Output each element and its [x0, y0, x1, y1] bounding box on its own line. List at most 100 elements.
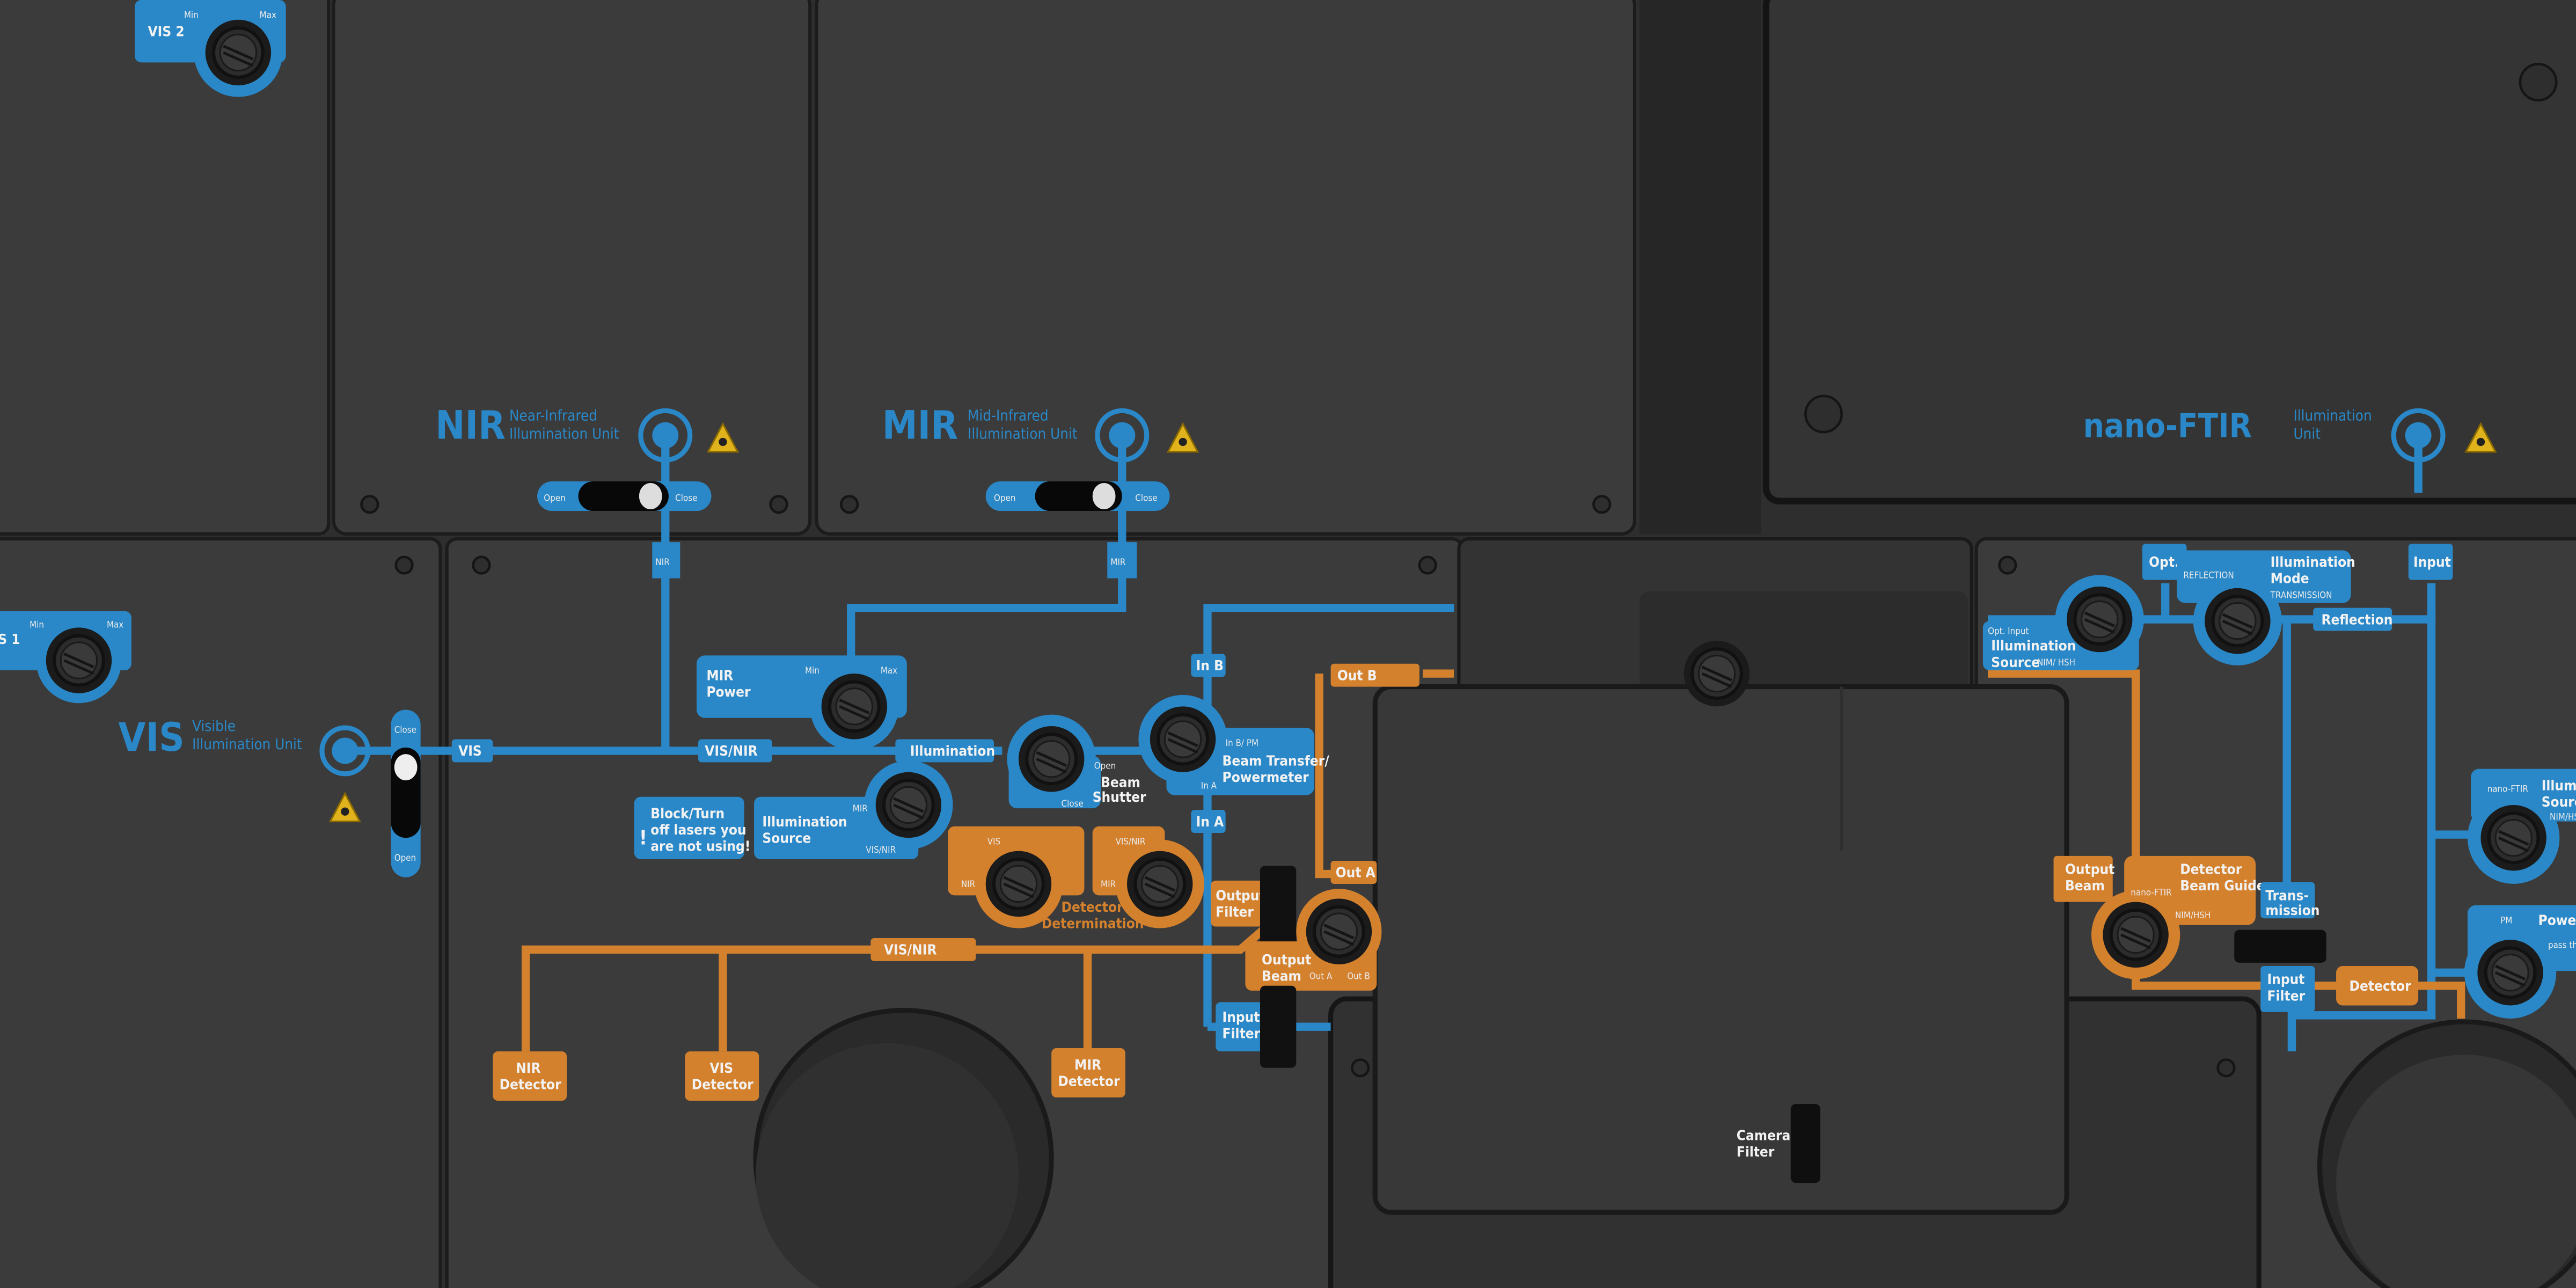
detectors-mir-1-label: Detector	[1058, 1073, 1120, 1089]
right-detector-label: Detector	[2350, 978, 2412, 994]
output-beam-knob[interactable]: Output Beam Out A Out B	[1245, 889, 1382, 991]
rotary-knob-icon[interactable]	[986, 851, 1051, 917]
beam-shutter-open: Open	[1094, 760, 1116, 771]
output-beam-outa-label: Out A	[1309, 970, 1333, 981]
right-transmission-1-label: mission	[2265, 903, 2319, 919]
illumination-mode-knob[interactable]: Illumination Mode REFLECTION TRANSMISSIO…	[2177, 550, 2355, 665]
detectors-vis-1-label: Detector	[692, 1077, 754, 1093]
rotary-knob-icon[interactable]	[1019, 726, 1084, 792]
rotary-knob-icon[interactable]	[2103, 902, 2168, 968]
det-nir: NIR	[961, 879, 976, 889]
frame-middle	[1640, 0, 1761, 534]
det-label-2: Determination	[1042, 916, 1144, 932]
right-opt-source-nim-label: NIM/ HSH	[2037, 657, 2075, 668]
mir-power-knob[interactable]: MIR Power Min Max	[696, 655, 907, 751]
right-output-beam-0-label: Output	[2065, 862, 2114, 878]
rotary-knob-icon[interactable]	[876, 772, 941, 838]
beam-transfer-label-1: Beam Transfer/	[1223, 753, 1330, 770]
nir-close-label: Close	[675, 493, 697, 503]
vis2-attenuator[interactable]: VIS 2 Min Max	[135, 0, 286, 97]
det-visnir: VIS/NIR	[1116, 836, 1146, 846]
rotary-knob-icon[interactable]	[2477, 940, 2543, 1005]
mir-power-label-2: Power	[706, 684, 751, 700]
vis2-label: VIS 2	[148, 24, 185, 40]
vis-detector: VIS Detector	[685, 1051, 759, 1101]
path-tags: VIS VIS/NIR Illumination In B In A Out B…	[451, 654, 1419, 961]
panel-vis-left	[0, 537, 442, 1288]
rotary-knob-icon[interactable]	[46, 627, 112, 693]
warning-line-1: Block/Turn	[650, 806, 724, 822]
nir-detector: NIR Detector	[493, 1051, 567, 1101]
illumination-source-knob[interactable]: Illumination Source MIR VIS/NIR	[754, 760, 953, 860]
det-label-1: Detector	[1062, 899, 1124, 916]
right-power-pm-label: PM	[2500, 914, 2512, 925]
nir-code: NIR	[435, 402, 506, 448]
nanoftir-code: nano-FTIR	[2083, 407, 2252, 445]
mir-name-2: Illumination Unit	[968, 425, 1078, 442]
rotary-knob-icon[interactable]	[2205, 588, 2270, 654]
tag-illumination: Illumination	[910, 743, 995, 759]
right-input-filter-1-label: Filter	[2267, 988, 2305, 1004]
illum-source-label-2: Source	[762, 830, 811, 846]
right-opt-source-opt-input-label: Opt. Input	[1988, 626, 2029, 636]
nir-shutter-toggle[interactable]: Open Close	[537, 481, 712, 511]
camera-filter-slider[interactable]	[1790, 1104, 1820, 1183]
nir-unit: NIR Near-Infrared Illumination Unit Open…	[435, 402, 739, 579]
rotary-knob-icon[interactable]	[2480, 805, 2546, 870]
mir-detector: MIR Detector	[1051, 1048, 1125, 1097]
warning-line-2: off lasers you	[650, 822, 746, 838]
vis1-attenuator[interactable]: VIS 1 Min Max	[0, 611, 131, 704]
output-beam-line2-label: Beam	[1262, 969, 1301, 985]
nir-open-label: Open	[544, 493, 565, 503]
vis-code: VIS	[118, 715, 184, 760]
beam-transfer-knob[interactable]: In B/ PM Beam Transfer/ Powermeter In A	[1138, 694, 1330, 795]
output-beam-outb-label: Out B	[1347, 970, 1370, 981]
beam-transfer-inb: In B/ PM	[1226, 737, 1258, 748]
right-nano-source-nim-label: NIM/HSH	[2550, 811, 2576, 822]
camera-filter[interactable]: Camera Filter	[1737, 1104, 1820, 1183]
detector-beam-guide-knob[interactable]: Detector Beam Guide nano-FTIR NIM/HSH	[2091, 855, 2265, 979]
reflection-tag: Reflection	[2313, 608, 2392, 631]
mir-power-min: Min	[805, 665, 819, 676]
rotary-knob-icon[interactable]	[2067, 587, 2132, 652]
tag-vis-nir-detector: VIS/NIR	[884, 942, 937, 958]
rotary-knob-icon[interactable]	[1127, 851, 1192, 917]
mir-port-label: MIR	[1110, 557, 1126, 567]
rotary-knob-icon[interactable]	[822, 674, 887, 739]
rotary-knob-icon[interactable]	[206, 20, 271, 85]
detectors-mir-0-label: MIR	[1074, 1057, 1101, 1073]
powermeter-knob[interactable]: PM Powermeter pass th	[2464, 905, 2576, 1019]
beam-shutter-knob[interactable]: Open Beam Shutter Close	[1007, 714, 1147, 809]
tag-vis: VIS	[458, 743, 482, 759]
center-knob[interactable]	[1684, 641, 1750, 706]
panel-nanoftir	[1762, 0, 2576, 504]
nir-output-port-icon	[638, 408, 693, 463]
beam-shutter-close: Close	[1062, 798, 1084, 809]
input-filter-slider[interactable]	[1260, 985, 1297, 1068]
nanoftir-illumination-source-knob[interactable]: nano-FTIR Illumination Source NIM/HSH	[2467, 769, 2576, 884]
detector-determination[interactable]: VIS NIR VIS/NIR MIR Detector Determinati…	[948, 826, 1204, 932]
rotary-knob-icon[interactable]	[1150, 706, 1216, 772]
right-input-filter-slider[interactable]	[2234, 930, 2326, 963]
warning-icon: !	[639, 826, 647, 849]
input-filter[interactable]: Input Filter	[1216, 985, 1297, 1068]
right-det-guide-line1-label: Detector	[2180, 862, 2242, 878]
output-filter-1-label: Filter	[1216, 904, 1254, 920]
tag-in-b: In B	[1196, 658, 1224, 674]
mir-shutter-toggle[interactable]: Open Close	[985, 481, 1170, 511]
nanoftir-output-port-icon	[2391, 408, 2446, 463]
right-input-filter[interactable]: Input Filter	[2260, 966, 2315, 1012]
detectors-vis-0-label: VIS	[709, 1060, 733, 1077]
right-det-guide-nano-label: nano-FTIR	[2131, 887, 2172, 897]
panel-nir	[332, 0, 812, 536]
beam-shutter-label-1: Beam	[1101, 774, 1140, 791]
vis-shutter-toggle[interactable]: Close Open	[391, 709, 421, 877]
tag-out-a: Out A	[1336, 865, 1376, 881]
rotary-knob-icon[interactable]	[1684, 641, 1750, 706]
right-nano-source-line2-label: Source	[2542, 794, 2576, 810]
rotary-knob-icon[interactable]	[1306, 898, 1372, 964]
vis2-min: Min	[184, 10, 199, 20]
opt-input-illumination-source-knob[interactable]: Opt. Input Illumination Source NIM/ HSH	[1982, 575, 2144, 671]
det-vis: VIS	[987, 836, 1000, 846]
